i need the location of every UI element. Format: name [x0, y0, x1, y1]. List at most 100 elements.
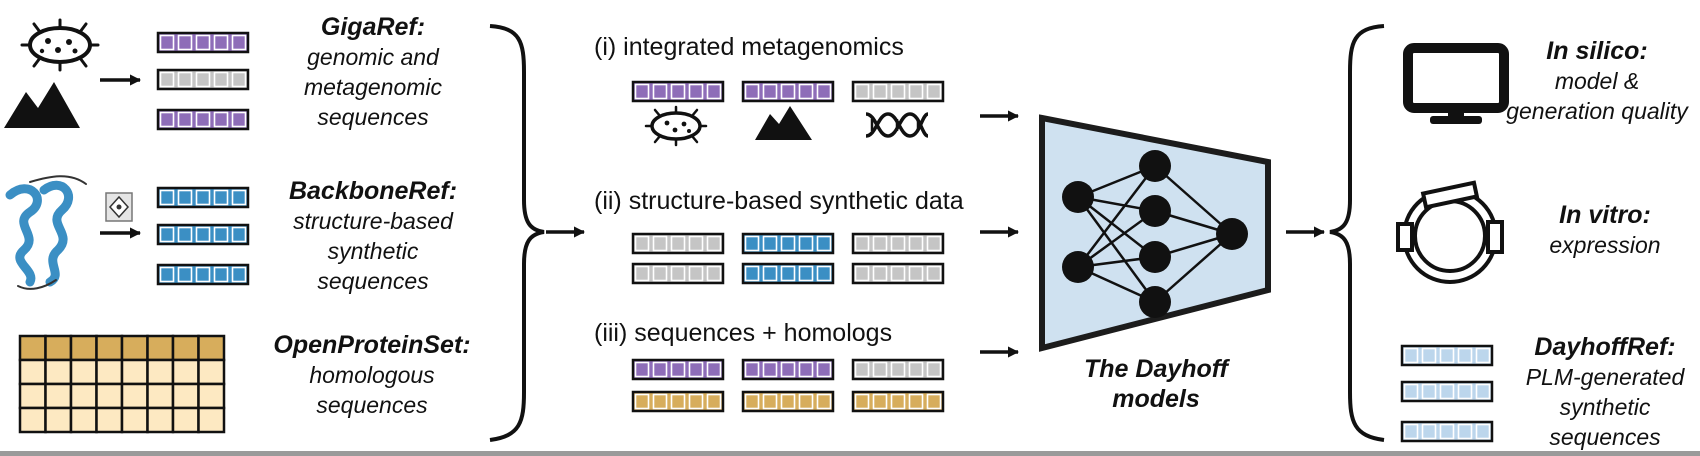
dayhoffref-seq-bar: [1400, 420, 1494, 443]
openproteinset-msa-table: [18, 334, 226, 434]
dayhoffref-label: DayhoffRef: PLM-generated synthetic sequ…: [1510, 332, 1700, 452]
backbone-inversion-icon: [105, 192, 133, 222]
msa-cell: [95, 382, 124, 410]
in-vitro-label: In vitro: expression: [1510, 200, 1700, 260]
backboneref-sub-1: structure-based: [293, 208, 453, 234]
msa-cell: [44, 358, 73, 386]
msa-cell: [146, 334, 175, 362]
gigaref-sub-1: genomic and: [307, 44, 439, 70]
bacterium-icon: [20, 18, 100, 72]
openproteinset-label: OpenProteinSet: homologous sequences: [252, 330, 492, 420]
gigaref-sub-3: sequences: [317, 104, 429, 130]
dayhoffref-sub-2: synthetic: [1559, 394, 1651, 420]
msa-cell: [95, 406, 124, 434]
msa-cell: [146, 406, 175, 434]
msa-cell: [197, 382, 226, 410]
dayhoff-models-line-1: The Dayhoff: [1084, 355, 1228, 383]
dayhoff-models-line-2: models: [1112, 385, 1200, 413]
in-silico-title: In silico:: [1546, 37, 1648, 65]
dayhoffref-title: DayhoffRef:: [1534, 333, 1676, 361]
msa-cell: [69, 406, 98, 434]
msa-cell: [69, 358, 98, 386]
msa-cell: [171, 358, 200, 386]
in-vitro-sub-1: expression: [1549, 232, 1661, 258]
plasmid-icon: [1396, 180, 1504, 284]
gigaref-label: GigaRef: genomic and metagenomic sequenc…: [268, 12, 478, 132]
backboneref-sub-2: synthetic: [327, 238, 419, 264]
gigaref-title: GigaRef:: [320, 13, 426, 41]
msa-cell: [18, 334, 47, 362]
homolog-seq-bar: [741, 390, 835, 413]
metagenomics-seq-bar: [741, 80, 835, 103]
homolog-seq-bar: [631, 390, 725, 413]
protein-structure-icon: [5, 175, 87, 290]
backboneref-label: BackboneRef: structure-based synthetic s…: [268, 176, 478, 296]
dayhoffref-sub-1: PLM-generated: [1525, 364, 1685, 390]
msa-cell: [120, 358, 149, 386]
msa-cell: [120, 406, 149, 434]
dayhoffref-seq-bar: [1400, 344, 1494, 367]
dayhoffref-seq-bar: [1400, 380, 1494, 403]
synthetic-seq-bar: [851, 262, 945, 285]
msa-cell: [120, 382, 149, 410]
left-brace: [489, 24, 545, 442]
mountain-icon: [4, 82, 80, 128]
msa-cell: [44, 382, 73, 410]
msa-cell: [18, 358, 47, 386]
training-caption-i: (i) integrated metagenomics: [594, 33, 904, 61]
openproteinset-sub-1: homologous: [309, 362, 435, 388]
gigaref-seq-bar: [156, 108, 250, 131]
msa-cell: [171, 382, 200, 410]
msa-cell: [69, 334, 98, 362]
gigaref-seq-bar: [156, 31, 250, 54]
synthetic-seq-bar: [631, 262, 725, 285]
openproteinset-sub-2: sequences: [316, 392, 428, 418]
homolog-seq-bar: [851, 358, 945, 381]
neural-network-icon: [1039, 114, 1271, 352]
homolog-seq-bar: [851, 390, 945, 413]
msa-cell: [120, 334, 149, 362]
openproteinset-title: OpenProteinSet:: [273, 331, 471, 359]
msa-cell: [18, 406, 47, 434]
msa-cell: [146, 382, 175, 410]
training-caption-ii: (ii) structure-based synthetic data: [594, 187, 964, 215]
backboneref-title: BackboneRef:: [288, 177, 458, 205]
mountain-icon: [755, 106, 812, 140]
homolog-seq-bar: [741, 358, 835, 381]
in-silico-sub-1: model &: [1554, 68, 1640, 94]
dayhoff-models-label: The Dayhoff models: [1056, 354, 1256, 414]
in-silico-label: In silico: model & generation quality: [1494, 36, 1700, 126]
metagenomics-seq-bar: [631, 80, 725, 103]
backboneref-sub-3: sequences: [317, 268, 429, 294]
msa-cell: [146, 358, 175, 386]
dayhoffref-sub-3: sequences: [1549, 424, 1661, 450]
dna-icon: [865, 112, 929, 138]
backboneref-seq-bar: [156, 186, 250, 209]
msa-cell: [44, 334, 73, 362]
synthetic-seq-bar: [741, 232, 835, 255]
in-silico-sub-2: generation quality: [1506, 98, 1688, 124]
msa-cell: [69, 382, 98, 410]
msa-cell: [95, 334, 124, 362]
backboneref-seq-bar: [156, 263, 250, 286]
msa-cell: [197, 406, 226, 434]
bacterium-icon: [644, 105, 708, 147]
msa-cell: [171, 406, 200, 434]
synthetic-seq-bar: [851, 232, 945, 255]
msa-cell: [197, 334, 226, 362]
homolog-seq-bar: [631, 358, 725, 381]
backboneref-seq-bar: [156, 223, 250, 246]
msa-cell: [44, 406, 73, 434]
training-caption-iii: (iii) sequences + homologs: [594, 319, 893, 347]
monitor-icon: [1403, 43, 1509, 124]
msa-cell: [197, 358, 226, 386]
bottom-divider: [0, 451, 1700, 456]
msa-cell: [18, 382, 47, 410]
metagenomics-seq-bar: [851, 80, 945, 103]
msa-cell: [171, 334, 200, 362]
gigaref-sub-2: metagenomic: [303, 74, 443, 100]
synthetic-seq-bar: [631, 232, 725, 255]
gigaref-seq-bar: [156, 68, 250, 91]
msa-cell: [95, 358, 124, 386]
